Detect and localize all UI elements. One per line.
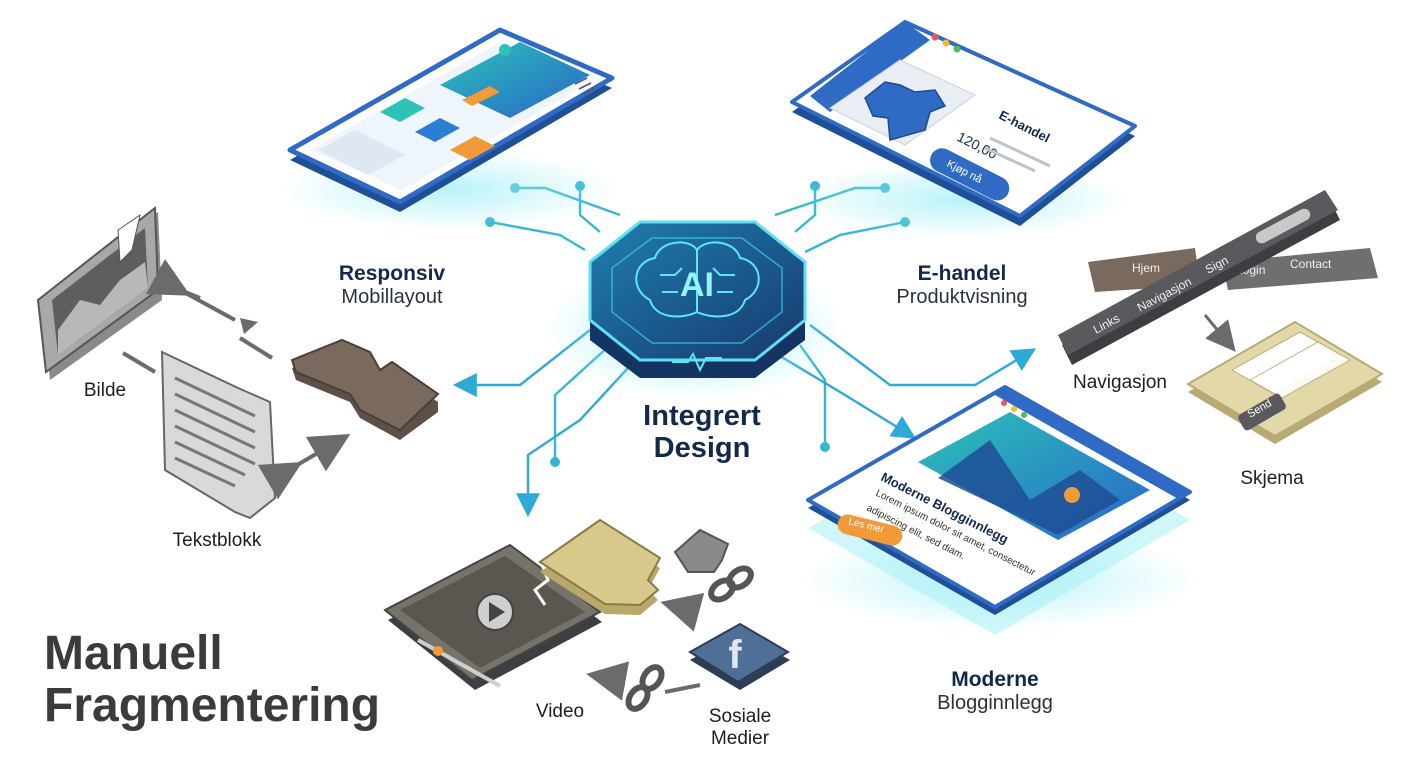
blog-subtitle: Blogginnlegg xyxy=(937,692,1053,715)
manual-title-line1: Manuell xyxy=(44,627,223,680)
logo-icon xyxy=(499,44,511,56)
blog-title: Moderne xyxy=(951,668,1039,691)
social-media-fragment: f xyxy=(688,622,790,690)
ecommerce-title: E-handel xyxy=(917,262,1007,285)
navigation-illustration: Hjem Login Contact Links Navigasjon Sign xyxy=(1058,190,1378,365)
nav-item-contact: Contact xyxy=(1290,257,1332,271)
form-illustration: Send xyxy=(1186,320,1384,444)
form-label: Skjema xyxy=(1240,468,1304,489)
video-label: Video xyxy=(535,701,585,722)
social-media-line2: Medier xyxy=(710,727,770,749)
social-media-line1: Sosiale xyxy=(708,706,772,727)
manual-title-line2: Fragmentering xyxy=(44,678,381,732)
sun-icon xyxy=(1064,487,1080,503)
chain-link-icon xyxy=(625,565,754,712)
manual-fragmentation-title: Manuell Fragmentering xyxy=(44,628,380,732)
integrated-design-label: Integrert Design xyxy=(612,400,792,465)
integrated-design-line1: Integrert xyxy=(643,400,761,432)
blog-card-illustration: Moderne Blogginnlegg Lorem ipsum dolor s… xyxy=(800,385,1200,635)
integrated-design-line2: Design xyxy=(653,432,751,465)
facebook-icon: f xyxy=(728,633,742,677)
broken-image-fragment xyxy=(36,205,274,380)
broken-block-fragment xyxy=(538,518,730,615)
ecommerce-label: E-handel Produktvisning xyxy=(882,262,1042,309)
responsive-label: Responsiv Mobillayout xyxy=(322,262,462,309)
blog-label: Moderne Blogginnlegg xyxy=(915,668,1075,715)
image-label: Bilde xyxy=(83,380,127,401)
buy-button-shape xyxy=(930,148,1010,201)
social-media-label: Sosiale Medier xyxy=(690,706,790,750)
text-block-label: Tekstblokk xyxy=(172,530,262,551)
responsive-subtitle: Mobillayout xyxy=(341,286,443,309)
pulse-icon xyxy=(672,351,722,373)
navigation-label: Navigasjon xyxy=(1073,372,1167,393)
broken-plank-fragment xyxy=(290,338,440,440)
responsive-phone-illustration xyxy=(280,27,620,230)
menu-icon xyxy=(574,77,596,95)
broken-text-fragment xyxy=(160,350,351,520)
broken-video-fragment xyxy=(383,543,602,690)
responsive-title: Responsiv xyxy=(338,262,446,285)
nav-item-hjem: Hjem xyxy=(1132,261,1160,275)
ecommerce-card-illustration: E-handel 120,00 Kjøp nå xyxy=(790,20,1137,238)
ai-hub: AI xyxy=(545,220,845,400)
ecommerce-subtitle: Produktvisning xyxy=(896,286,1028,309)
ai-chip-text: AI xyxy=(680,266,714,304)
tshirt-icon xyxy=(864,81,947,141)
brain-icon xyxy=(635,241,760,318)
